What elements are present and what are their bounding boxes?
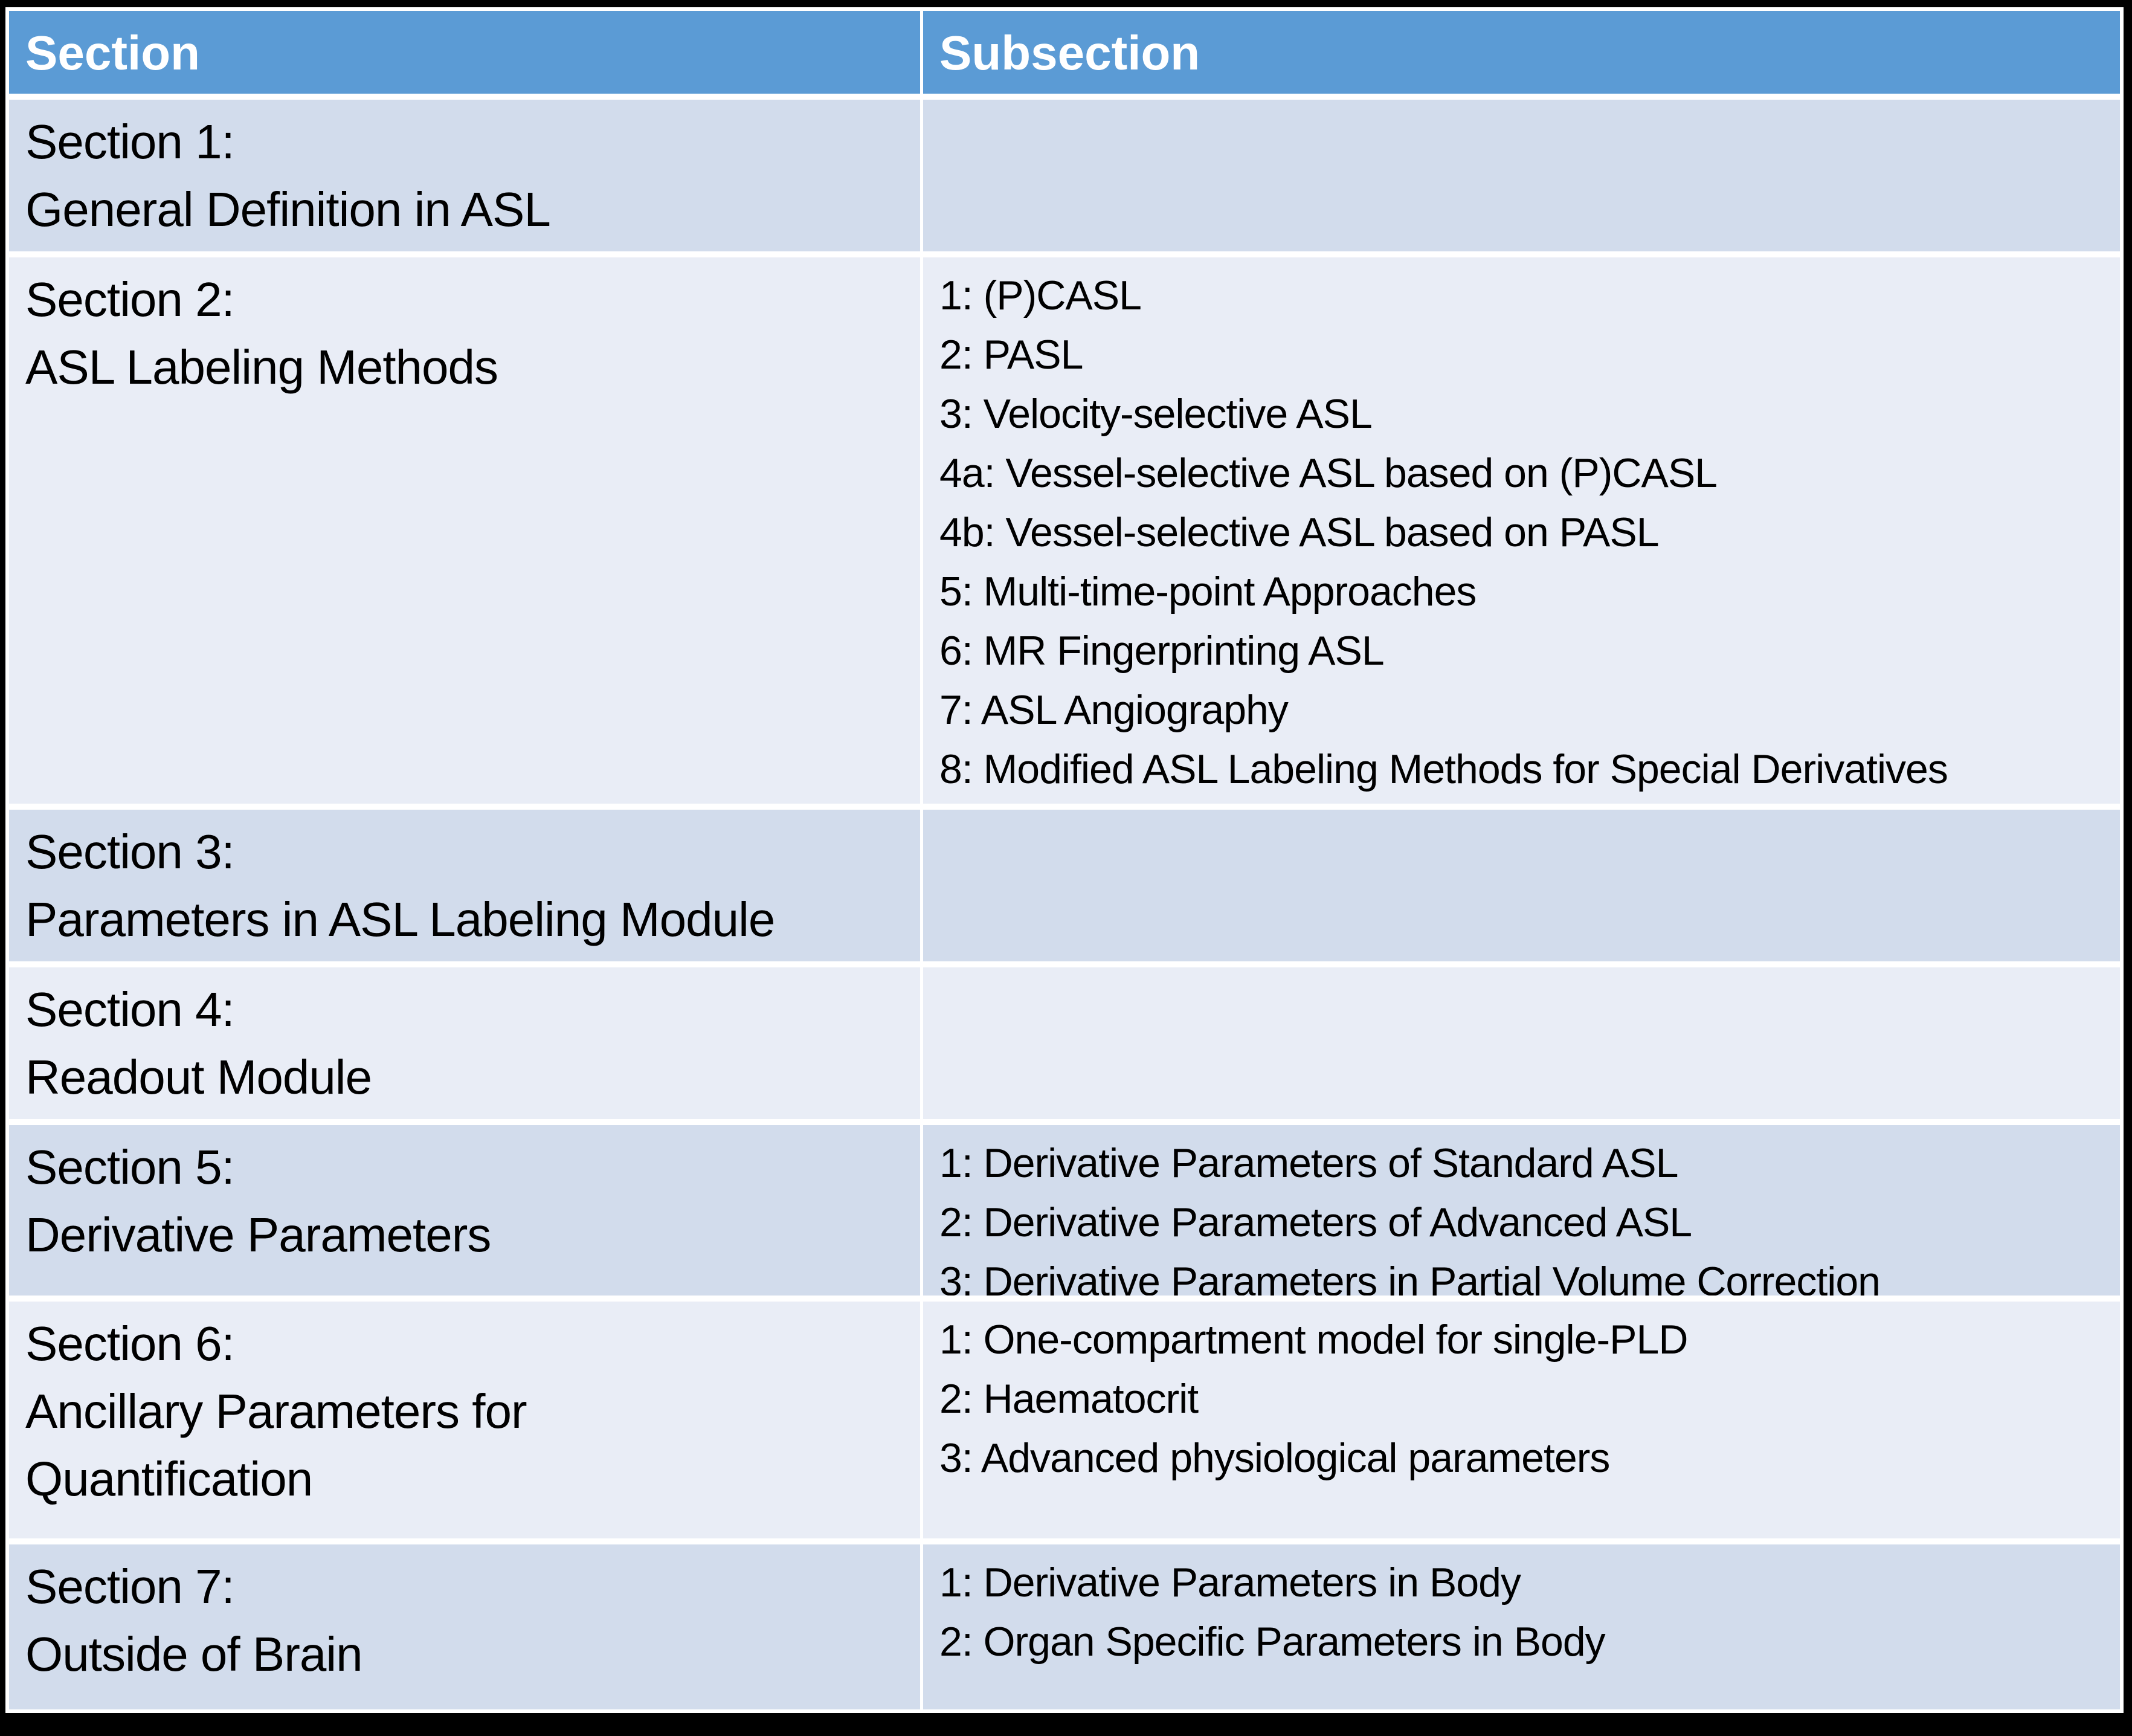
subsection-item: 1: One-compartment model for single-PLD	[939, 1317, 1688, 1363]
section-line: Outside of Brain	[25, 1627, 363, 1681]
subsection-cell: 1: (P)CASL 2: PASL 3: Velocity-selective A…	[923, 257, 2120, 804]
subsection-item: 8: Modified ASL Labeling Methods for Spe…	[939, 746, 1948, 792]
section-cell: Section 4: Readout Module	[9, 967, 920, 1119]
section-line: Section 3:	[25, 825, 235, 879]
subsection-item: 3: Advanced physiological parameters	[939, 1435, 1610, 1481]
subsection-item: 2: Derivative Parameters of Advanced ASL	[939, 1199, 1692, 1245]
section-line: Parameters in ASL Labeling Module	[25, 892, 775, 946]
subsection-item: 2: PASL	[939, 332, 1083, 378]
column-header-label: Section	[25, 26, 200, 80]
section-line: Derivative Parameters	[25, 1208, 491, 1262]
column-header-label: Subsection	[939, 26, 1200, 80]
subsection-item: 1: (P)CASL	[939, 273, 1142, 318]
subsection-item: 4b: Vessel-selective ASL based on PASL	[939, 509, 1660, 555]
section-line: Section 6:	[25, 1317, 235, 1370]
section-cell: Section 1: General Definition in ASL	[9, 100, 920, 251]
subsection-cell	[923, 100, 2120, 251]
section-line: Ancillary Parameters for	[25, 1384, 527, 1438]
subsection-item: 7: ASL Angiography	[939, 687, 1289, 733]
contents-table: Section Subsection Section 1: General Def…	[5, 7, 2124, 1713]
section-line: ASL Labeling Methods	[25, 340, 498, 394]
section-line: Readout Module	[25, 1050, 372, 1104]
subsection-cell	[923, 967, 2120, 1119]
section-cell: Section 2: ASL Labeling Methods	[9, 257, 920, 804]
subsection-item: 3: Derivative Parameters in Partial Volu…	[939, 1259, 1881, 1296]
column-header-subsection: Subsection	[923, 11, 2120, 94]
section-cell: Section 5: Derivative Parameters	[9, 1125, 920, 1296]
section-line: General Definition in ASL	[25, 182, 551, 236]
section-cell: Section 3: Parameters in ASL Labeling Mod…	[9, 810, 920, 961]
subsection-item: 1: Derivative Parameters of Standard ASL	[939, 1140, 1678, 1186]
section-line: Section 1:	[25, 115, 235, 169]
section-line: Section 5:	[25, 1140, 235, 1194]
subsection-item: 2: Organ Specific Parameters in Body	[939, 1619, 1606, 1665]
subsection-item: 6: MR Fingerprinting ASL	[939, 628, 1385, 674]
subsection-item: 3: Velocity-selective ASL	[939, 391, 1373, 437]
contents-table-grid: Section Subsection Section 1: General Def…	[9, 11, 2120, 1709]
section-line: Section 2:	[25, 273, 235, 326]
section-cell: Section 7: Outside of Brain	[9, 1544, 920, 1709]
subsection-cell: 1: Derivative Parameters of Standard ASL…	[923, 1125, 2120, 1296]
subsection-cell	[923, 810, 2120, 961]
subsection-cell: 1: Derivative Parameters in Body 2: Organ…	[923, 1544, 2120, 1709]
subsection-item: 4a: Vessel-selective ASL based on (P)CAS…	[939, 450, 1718, 496]
subsection-cell: 1: One-compartment model for single-PLD 2…	[923, 1302, 2120, 1538]
subsection-item: 2: Haematocrit	[939, 1376, 1199, 1422]
subsection-item: 1: Derivative Parameters in Body	[939, 1560, 1521, 1605]
subsection-item: 5: Multi-time-point Approaches	[939, 569, 1477, 615]
section-line: Section 7:	[25, 1560, 235, 1613]
section-line: Quantification	[25, 1452, 313, 1506]
section-line: Section 4:	[25, 983, 235, 1036]
column-header-section: Section	[9, 11, 920, 94]
